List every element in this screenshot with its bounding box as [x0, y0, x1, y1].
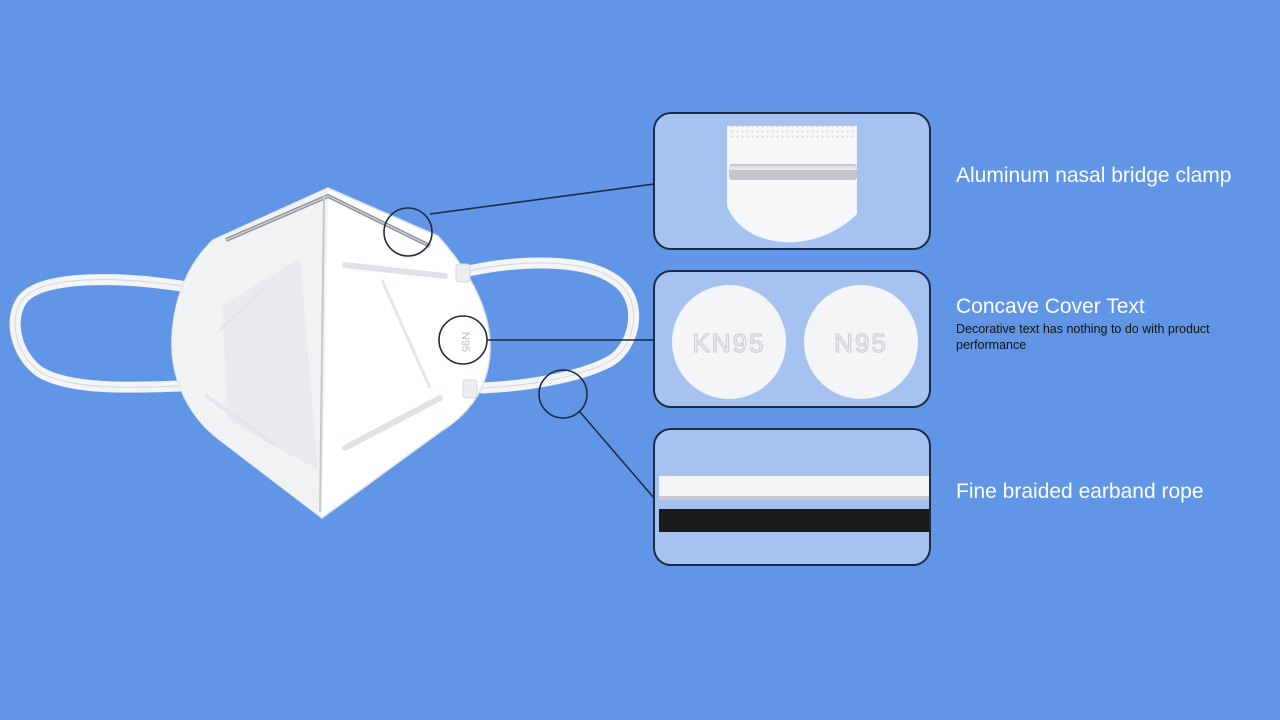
cover-text-description: Decorative text has nothing to do with p… [956, 322, 1210, 352]
black-earband-rope [659, 509, 929, 532]
earband-leader-line [579, 411, 655, 499]
nose-clamp-callout-circle [383, 207, 433, 257]
kn95-emboss-disc [672, 285, 786, 399]
white-earband-rope [659, 476, 929, 498]
left-ear-loop [9, 274, 194, 393]
mask-illustration: N95 [9, 183, 655, 519]
mask-emboss-text: N95 [459, 332, 471, 352]
cover-text-label: Concave Cover Text [956, 295, 1145, 318]
kn95-emboss-text: KN95 [692, 328, 765, 358]
earband-detail-panel [653, 428, 931, 566]
earband-label: Fine braided earband rope [956, 480, 1204, 503]
mask-fabric-closeup [727, 126, 857, 243]
cover-text-detail-panel: KN95 N95 [653, 270, 931, 408]
right-ear-loop [462, 257, 640, 394]
n95-emboss-text: N95 [834, 328, 888, 358]
nose-clamp-label: Aluminum nasal bridge clamp [956, 164, 1232, 187]
nose-clamp-detail-panel [653, 112, 931, 250]
n95-emboss-disc [804, 285, 918, 399]
mask-body: N95 [171, 187, 491, 519]
earband-callout-circle [538, 369, 588, 419]
nose-clamp-leader-line [429, 183, 655, 215]
